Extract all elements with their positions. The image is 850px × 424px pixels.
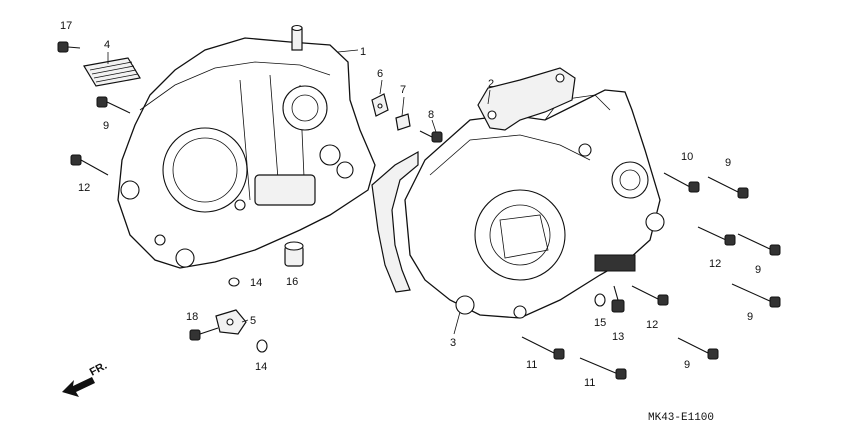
callout-9-right-b: 9: [755, 264, 761, 276]
callout-5: 5: [250, 315, 256, 327]
callout-12-right-a: 12: [709, 258, 721, 270]
callout-2: 2: [488, 78, 494, 90]
clip-7: [395, 113, 411, 131]
callout-17: 17: [60, 20, 72, 32]
bolt-11-a: [521, 336, 565, 360]
gasket-lower: [371, 150, 419, 293]
callout-8: 8: [428, 109, 434, 121]
bolt-18: [189, 327, 219, 341]
bolt-9-right-c: [731, 283, 781, 308]
bolt-9-left: [96, 96, 131, 114]
bolt-13: [611, 285, 625, 313]
callout-12-right-b: 12: [646, 319, 658, 331]
oring-15: [594, 293, 606, 307]
dowel-16: [284, 241, 304, 267]
oring-14-upper: [228, 277, 240, 287]
drawing-code: MK43-E1100: [648, 412, 714, 424]
callout-3: 3: [450, 337, 456, 349]
left-crankcase: [117, 24, 376, 269]
callout-16: 16: [286, 276, 298, 288]
leader-lines: [107, 49, 491, 335]
callout-14-lower: 14: [255, 361, 267, 373]
callout-7: 7: [400, 84, 406, 96]
callout-6: 6: [377, 68, 383, 80]
callout-9-right-c: 9: [747, 311, 753, 323]
callout-9-right-a: 9: [725, 157, 731, 169]
callout-10: 10: [681, 151, 693, 163]
gasket-upper: [477, 67, 576, 131]
setting-plate-5: [215, 309, 247, 335]
bolt-12-left: [70, 154, 109, 176]
callout-1: 1: [360, 46, 366, 58]
right-crankcase: [404, 89, 665, 319]
bolt-17: [57, 41, 81, 53]
plate-6: [371, 93, 389, 117]
callout-4: 4: [104, 39, 110, 51]
bolt-9-right-a: [707, 176, 749, 199]
bolt-10: [663, 172, 700, 193]
bolt-9-right-d: [677, 337, 719, 360]
callout-9-right-d: 9: [684, 359, 690, 371]
oring-14-lower: [256, 339, 268, 353]
bolt-9-right-b: [737, 233, 781, 256]
bolt-12-right-b: [631, 285, 669, 306]
front-arrow-label: FR.: [88, 360, 109, 379]
callout-11-b: 11: [584, 377, 595, 389]
callout-14-upper: 14: [250, 277, 262, 289]
oil-strainer-screen: [83, 57, 141, 87]
callout-9-left: 9: [103, 120, 109, 132]
bolt-12-right-a: [697, 226, 736, 246]
bolt-8: [419, 130, 443, 143]
callout-15: 15: [594, 317, 606, 329]
callout-11-a: 11: [526, 359, 537, 371]
callout-12-left: 12: [78, 182, 90, 194]
bolt-11-b: [579, 357, 627, 380]
callout-18: 18: [186, 311, 198, 323]
front-direction-arrow: FR.: [62, 360, 109, 397]
callout-13: 13: [612, 331, 624, 343]
